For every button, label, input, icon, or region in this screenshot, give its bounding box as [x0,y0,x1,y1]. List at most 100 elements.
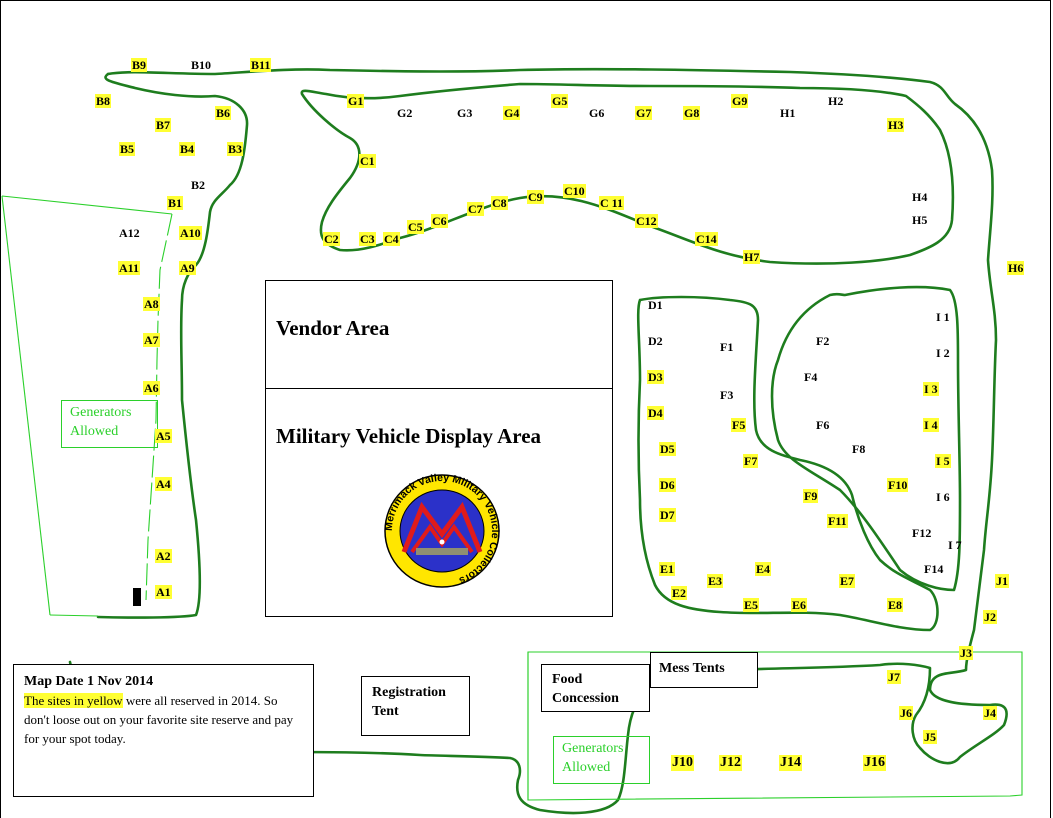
site-label-a2: A2 [155,549,172,563]
site-label-d6: D6 [659,478,676,492]
site-label-b9: B9 [131,58,148,72]
site-label-a6: A6 [143,381,160,395]
site-label-j10: J10 [671,755,694,771]
site-label-g8: G8 [683,106,701,120]
site-label-f9: F9 [803,489,819,503]
site-label-a4: A4 [155,477,172,491]
food-line2: Concession [552,691,619,706]
site-label-j1: J1 [995,574,1009,588]
site-label-e3: E3 [707,574,724,588]
site-label-d7: D7 [659,508,676,522]
site-label-g5: G5 [551,94,569,108]
site-label-h5: H5 [912,213,928,227]
site-label-a11: A11 [118,261,141,275]
site-label-j2: J2 [983,610,997,624]
site-label-d2: D2 [648,334,663,348]
site-label-f14: F14 [924,562,944,576]
site-label-b6: B6 [215,106,232,120]
area-divider [266,388,612,389]
registration-tent: Registration Tent [361,676,470,736]
site-label-i2: I 2 [936,346,950,360]
site-label-b3: B3 [227,142,244,156]
site-label-c5: C5 [407,220,424,234]
generators-left-line1: Generators [70,405,132,420]
site-label-e4: E4 [755,562,772,576]
site-label-c2: C2 [323,232,340,246]
site-label-i1: I 1 [936,310,950,324]
food-concession: Food Concession [541,664,650,712]
site-label-d1: D1 [648,298,663,312]
site-label-a1: A1 [155,585,172,599]
site-label-g3: G3 [457,106,473,120]
site-label-a7: A7 [143,333,160,347]
site-label-c6: C6 [431,214,448,228]
left-generator-zone [1,195,173,215]
site-label-j16: J16 [863,755,886,771]
site-label-i4: I 4 [923,418,939,432]
site-label-g4: G4 [503,106,521,120]
site-label-a8: A8 [143,297,160,311]
site-label-a9: A9 [179,261,196,275]
site-label-c8: C8 [491,196,508,210]
site-label-b2: B2 [191,178,206,192]
site-label-d3: D3 [647,370,664,384]
site-label-h6: H6 [1007,261,1025,275]
site-label-j12: J12 [719,755,742,771]
site-label-b11: B11 [250,58,272,72]
food-line1: Food [552,672,583,687]
registration-line1: Registration [372,685,446,700]
site-label-f10: F10 [887,478,909,492]
site-label-e6: E6 [791,598,808,612]
site-label-h3: H3 [887,118,905,132]
site-label-c10: C10 [563,184,586,198]
site-label-h7: H7 [743,250,761,264]
generators-bottom-line1: Generators [562,741,624,756]
site-label-b1: B1 [167,196,184,210]
outer-road [68,67,1008,815]
site-label-c11: C 11 [599,196,625,210]
site-label-h4: H4 [912,190,928,204]
site-label-f7: F7 [743,454,759,468]
generators-bottom-line2: Allowed [562,760,611,775]
site-label-a5: A5 [155,429,172,443]
site-label-e1: E1 [659,562,676,576]
site-label-j6: J6 [899,706,913,720]
map-date: Map Date 1 Nov 2014 [24,674,154,689]
club-logo: Merrimack Valley Military Vehicle Collec… [383,472,501,588]
site-label-h1: H1 [780,106,796,120]
site-label-f3: F3 [720,388,734,402]
site-label-i5: I 5 [935,454,951,468]
site-label-f1: F1 [720,340,734,354]
site-label-a12: A12 [119,226,140,240]
vendor-area-title: Vendor Area [276,316,390,340]
site-label-f11: F11 [827,514,848,528]
d-e-road [636,295,939,632]
site-label-g1: G1 [347,94,365,108]
outer-road-left [96,72,249,619]
site-label-g7: G7 [635,106,653,120]
site-label-c9: C9 [527,190,544,204]
site-label-c1: C1 [359,154,376,168]
reserved-note-text: were all reserved in 2014. So don't loos… [24,693,294,746]
mess-tents: Mess Tents [650,652,758,688]
site-label-i6: I 6 [936,490,950,504]
i-road [770,285,962,592]
site-label-i3: I 3 [923,382,939,396]
site-label-c14: C14 [695,232,718,246]
site-label-e7: E7 [839,574,856,588]
site-label-b10: B10 [191,58,212,72]
generators-left-line2: Allowed [70,424,119,439]
display-area-title: Military Vehicle Display Area [276,424,542,448]
site-label-f12: F12 [912,526,932,540]
site-label-c3: C3 [359,232,376,246]
registration-line2: Tent [372,704,399,719]
site-label-e8: E8 [887,598,904,612]
generators-bottom-box: Generators Allowed [553,736,650,784]
site-label-f2: F2 [816,334,830,348]
generators-left-box: Generators Allowed [61,400,158,448]
site-label-i7: I 7 [948,538,962,552]
utility-marker [133,588,141,606]
site-label-e5: E5 [743,598,760,612]
